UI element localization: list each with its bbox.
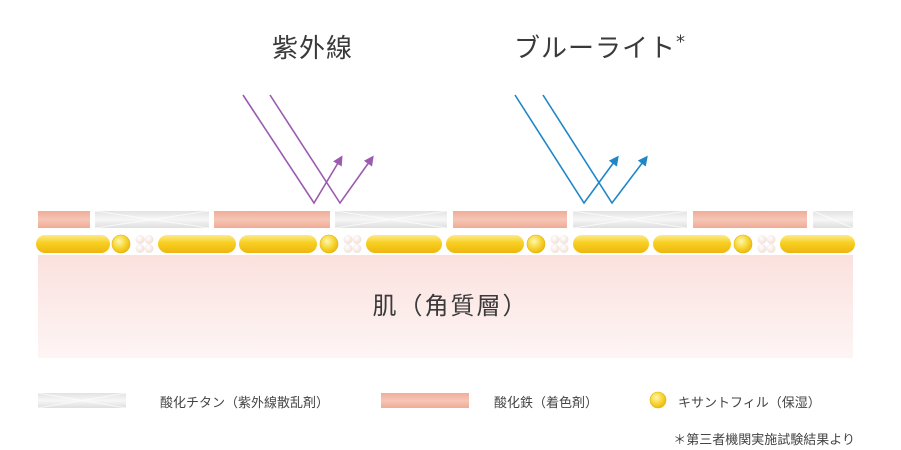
uv-title: 紫外線: [272, 34, 354, 64]
xanthophyll-capsule: [239, 235, 317, 253]
particle-row-top: [38, 210, 854, 229]
xanthophyll-capsule: [653, 235, 731, 253]
legend-xanthophyll-swatch: [649, 391, 667, 409]
xanthophyll-particle: [319, 234, 339, 254]
uv-ray-1: [242, 94, 343, 205]
xanthophyll-particle: [111, 234, 131, 254]
blue-light-asterisk: *: [676, 31, 687, 53]
legend-titanium-label: 酸化チタン（紫外線散乱剤）: [160, 396, 330, 411]
xanthophyll-capsule: [780, 235, 855, 253]
pebble-cluster: [343, 235, 362, 253]
footnote: ＊第三者機関実施試験結果より: [673, 433, 855, 448]
pebble-cluster: [550, 235, 569, 253]
blue-light-rays: [514, 94, 648, 205]
skin-label: 肌（角質層）: [372, 292, 529, 320]
xanthophyll-capsule: [36, 235, 110, 253]
uv-rays: [242, 94, 374, 205]
legend-xanthophyll-label: キサントフィル（保湿）: [678, 396, 821, 411]
blue-ray-2: [542, 94, 648, 205]
legend-iron-swatch: [381, 393, 469, 408]
xanthophyll-capsule: [366, 235, 442, 253]
xanthophyll-capsule: [158, 235, 236, 253]
xanthophyll-particle: [733, 234, 753, 254]
legend: [37, 391, 667, 409]
iron-oxide-particle: [693, 211, 807, 228]
blue-light-title: ブルーライト*: [514, 28, 686, 65]
iron-oxide-particle: [214, 211, 330, 228]
xanthophyll-capsule: [573, 235, 649, 253]
xanthophyll-capsule: [446, 235, 524, 253]
pebble-cluster: [135, 235, 154, 253]
iron-oxide-particle: [38, 211, 90, 228]
legend-iron-label: 酸化鉄（着色剤）: [494, 396, 599, 411]
blue-light-label: ブルーライト: [514, 34, 677, 64]
skin-layer: [38, 255, 853, 358]
blue-ray-1: [514, 94, 619, 205]
particle-row-gold: [36, 234, 855, 254]
uv-ray-2: [269, 94, 374, 205]
xanthophyll-particle: [526, 234, 546, 254]
titanium-sheen: [94, 210, 854, 229]
iron-oxide-particle: [453, 211, 567, 228]
pebble-cluster: [757, 235, 776, 253]
